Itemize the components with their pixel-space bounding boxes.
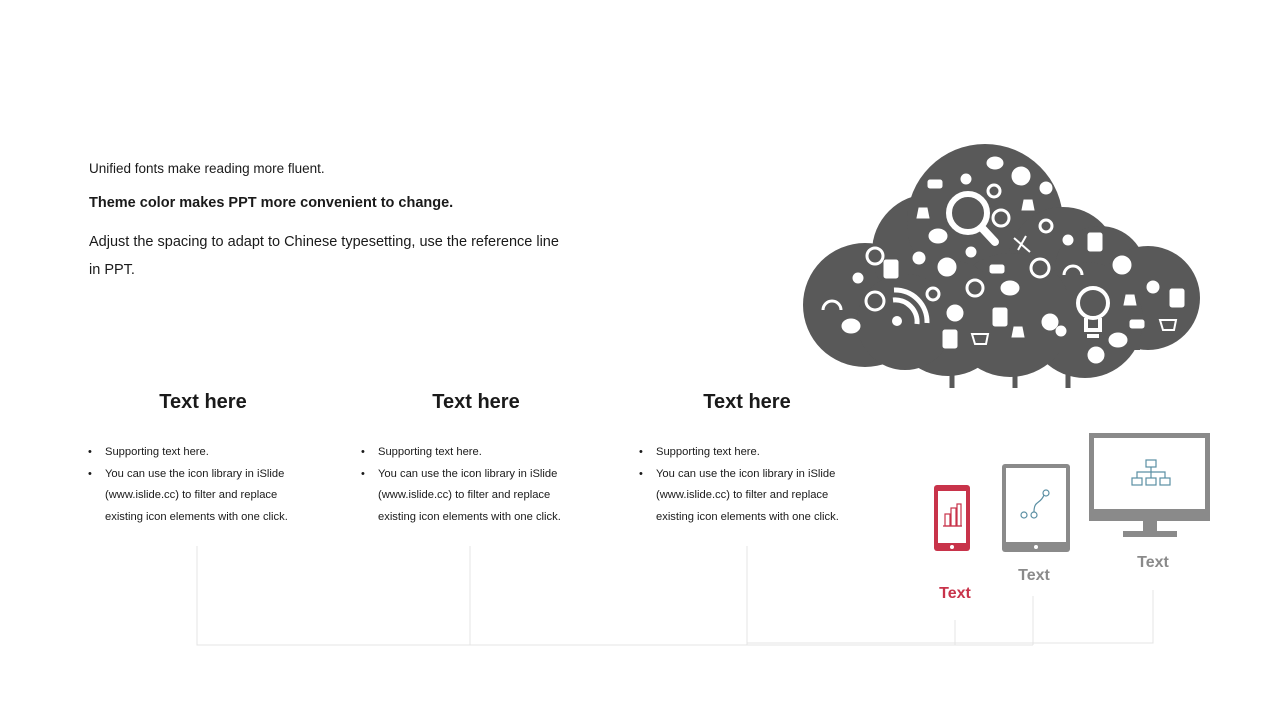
- column-title: Text here: [159, 391, 247, 413]
- tablet-label: Text: [1018, 567, 1050, 584]
- location-pin-icon: [912, 181, 1160, 294]
- headset-icon: [821, 264, 1084, 311]
- bullet-item: You can use the icon library in iSlide (…: [639, 464, 869, 529]
- devices-graphic: [934, 433, 1210, 552]
- chat-bubble-icon: [841, 156, 1128, 348]
- org-chart-icon: [1131, 459, 1171, 486]
- info-icon: [864, 257, 1051, 312]
- search-icon: [946, 191, 999, 246]
- text-column-2: Text here Supporting text here. You can …: [361, 388, 591, 528]
- building-chart-icon: [943, 503, 962, 527]
- refresh-icon: [925, 183, 1054, 302]
- cart-icon: [970, 319, 1178, 345]
- bullet-item: Supporting text here.: [88, 442, 318, 464]
- globe-icon: [937, 255, 1132, 277]
- strategy-icon: [1013, 235, 1031, 253]
- bell-icon: [916, 199, 1137, 338]
- bullet-list: Supporting text here. You can use the ic…: [88, 442, 318, 528]
- monitor-device: [1089, 433, 1210, 537]
- flow-path-icon: [1020, 489, 1050, 519]
- cloud-graphic: [803, 144, 1200, 388]
- phone-device: [934, 485, 970, 551]
- bullet-list: Supporting text here. You can use the ic…: [361, 442, 591, 528]
- pie-chart-icon: [946, 166, 1105, 364]
- intro-line-spacing: Adjust the spacing to adapt to Chinese t…: [89, 234, 559, 278]
- column-title: Text here: [703, 391, 791, 413]
- bullet-item: Supporting text here.: [639, 442, 869, 464]
- clipboard-icon: [883, 232, 1185, 349]
- gears-icon: [1041, 313, 1067, 337]
- bullet-list: Supporting text here. You can use the ic…: [639, 442, 869, 528]
- power-icon: [865, 208, 1011, 298]
- monitor-label: Text: [1137, 554, 1169, 571]
- coffee-cup-icon: [927, 179, 1145, 329]
- text-column-1: Text here Supporting text here. You can …: [88, 388, 318, 528]
- rss-icon: [892, 287, 930, 326]
- tablet-device: [1002, 464, 1070, 552]
- intro-line-fonts: Unified fonts make reading more fluent.: [89, 161, 325, 176]
- column-title: Text here: [432, 391, 520, 413]
- intro-text: Unified fonts make reading more fluent. …: [89, 158, 559, 284]
- bullet-item: You can use the icon library in iSlide (…: [361, 464, 591, 529]
- text-column-3: Text here Supporting text here. You can …: [639, 388, 869, 528]
- lightbulb-icon: [1076, 286, 1110, 338]
- users-icon: [852, 173, 1074, 284]
- intro-line-theme: Theme color makes PPT more convenient to…: [89, 195, 454, 211]
- phone-label: Text: [939, 585, 971, 602]
- bullet-item: Supporting text here.: [361, 442, 591, 464]
- bullet-item: You can use the icon library in iSlide (…: [88, 464, 318, 529]
